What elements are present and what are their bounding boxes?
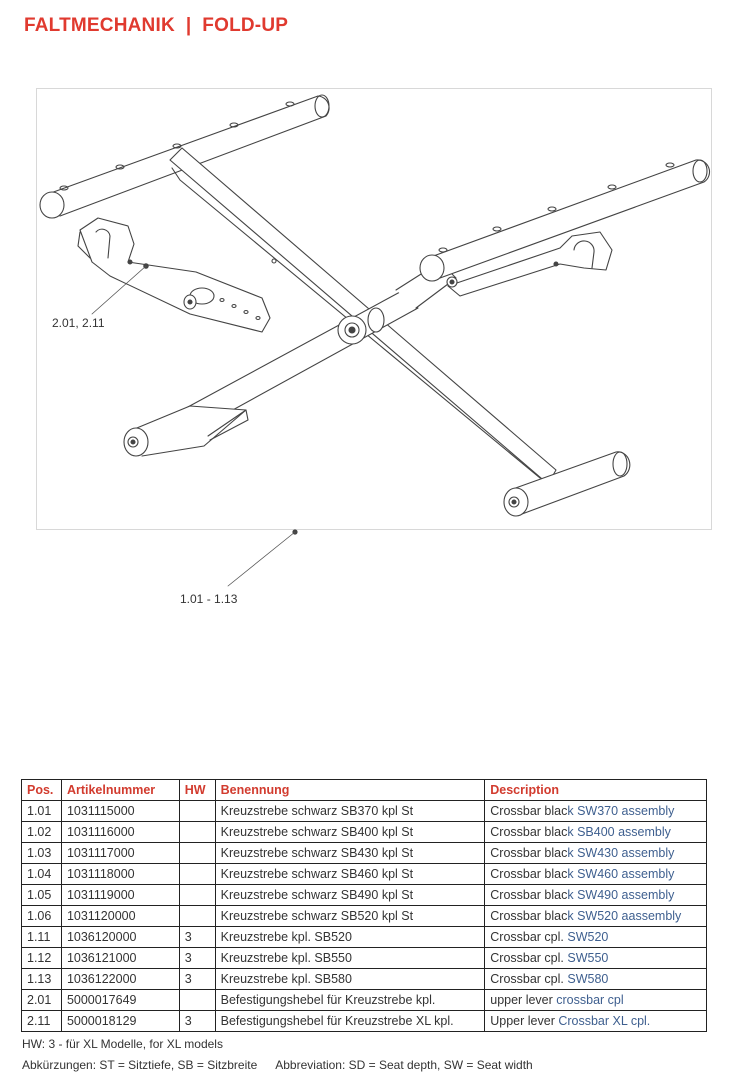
cell-hw: 3 xyxy=(178,926,216,948)
fold-up-mechanism-drawing xyxy=(39,94,711,587)
cell-hw xyxy=(178,884,216,906)
hw-footnote: HW: 3 - für XL Modelle, for XL models xyxy=(22,1037,223,1051)
cell-pos: 2.11 xyxy=(21,1010,62,1032)
cell-description: Crossbar black SW490 assembly xyxy=(484,884,707,906)
cell-name-de: Kreuzstrebe schwarz SB520 kpl St xyxy=(214,905,486,927)
abbreviation-footnote: Abkürzungen: ST = Sitztiefe, SB = Sitzbr… xyxy=(22,1058,533,1072)
cell-pos: 1.04 xyxy=(21,863,62,885)
cell-description: Crossbar black SW430 assembly xyxy=(484,842,707,864)
cell-description: Crossbar black SW520 aassembly xyxy=(484,905,707,927)
cell-name-de: Kreuzstrebe schwarz SB490 kpl St xyxy=(214,884,486,906)
left-foot-tube xyxy=(123,405,249,457)
cell-article: 1031115000 xyxy=(60,800,180,822)
cell-article: 1031116000 xyxy=(60,821,180,843)
left-lever-bracket xyxy=(77,217,271,333)
right-foot-tube xyxy=(503,451,631,517)
cell-article: 1031117000 xyxy=(60,842,180,864)
callout-crossbar: 1.01 - 1.13 xyxy=(180,592,238,606)
cell-description: Crossbar black SB400 assembly xyxy=(484,821,707,843)
right-lever-bracket xyxy=(446,231,613,297)
cell-description: upper lever crossbar cpl xyxy=(484,989,707,1011)
cell-name-de: Kreuzstrebe schwarz SB430 kpl St xyxy=(214,842,486,864)
header-description: Description xyxy=(484,779,707,801)
page-title: FALTMECHANIK | FOLD-UP xyxy=(24,15,289,36)
cell-description: Upper lever Crossbar XL cpl. xyxy=(484,1010,707,1032)
parts-table: Pos. Artikelnummer HW Benennung Descript… xyxy=(21,779,707,1032)
cell-name-de: Befestigungshebel für Kreuzstrebe XL kpl… xyxy=(214,1010,486,1032)
parts-table-header: Pos. Artikelnummer HW Benennung Descript… xyxy=(21,779,707,801)
cell-hw: 3 xyxy=(178,947,216,969)
callout-leaders xyxy=(91,265,298,587)
cell-hw xyxy=(178,989,216,1011)
table-row: 1.06 1031120000 Kreuzstrebe schwarz SB52… xyxy=(21,905,707,927)
right-seat-tube xyxy=(419,159,711,282)
cell-hw: 3 xyxy=(178,968,216,990)
cell-description: Crossbar black SW460 assembly xyxy=(484,863,707,885)
cell-article: 5000017649 xyxy=(60,989,180,1011)
callout-lever: 2.01, 2.11 xyxy=(52,316,105,330)
table-row: 1.03 1031117000 Kreuzstrebe schwarz SB43… xyxy=(21,842,707,864)
cell-name-de: Kreuzstrebe kpl. SB580 xyxy=(214,968,486,990)
cell-name-de: Kreuzstrebe schwarz SB370 kpl St xyxy=(214,800,486,822)
cell-hw xyxy=(178,800,216,822)
table-row: 1.01 1031115000 Kreuzstrebe schwarz SB37… xyxy=(21,800,707,822)
cell-pos: 1.06 xyxy=(21,905,62,927)
cell-hw xyxy=(178,842,216,864)
cell-article: 1036120000 xyxy=(60,926,180,948)
cell-hw xyxy=(178,905,216,927)
cell-hw xyxy=(178,863,216,885)
cell-pos: 1.01 xyxy=(21,800,62,822)
abbreviation-en: Abbreviation: SD = Seat depth, SW = Seat… xyxy=(275,1058,533,1072)
cell-description: Crossbar cpl. SW550 xyxy=(484,947,707,969)
cell-description: Crossbar black SW370 assembly xyxy=(484,800,707,822)
exploded-view-frame xyxy=(36,88,712,530)
cell-pos: 1.13 xyxy=(21,968,62,990)
table-row: 1.04 1031118000 Kreuzstrebe schwarz SB46… xyxy=(21,863,707,885)
cell-article: 1031120000 xyxy=(60,905,180,927)
cell-description: Crossbar cpl. SW520 xyxy=(484,926,707,948)
cell-article: 5000018129 xyxy=(60,1010,180,1032)
cell-description: Crossbar cpl. SW580 xyxy=(484,968,707,990)
cell-name-de: Befestigungshebel für Kreuzstrebe kpl. xyxy=(214,989,486,1011)
table-row: 1.02 1031116000 Kreuzstrebe schwarz SB40… xyxy=(21,821,707,843)
cell-pos: 1.03 xyxy=(21,842,62,864)
cell-pos: 2.01 xyxy=(21,989,62,1011)
table-row: 1.11 1036120000 3 Kreuzstrebe kpl. SB520… xyxy=(21,926,707,948)
cell-article: 1036121000 xyxy=(60,947,180,969)
table-row: 1.05 1031119000 Kreuzstrebe schwarz SB49… xyxy=(21,884,707,906)
cell-pos: 1.11 xyxy=(21,926,62,948)
cell-pos: 1.12 xyxy=(21,947,62,969)
header-article-number: Artikelnummer xyxy=(60,779,180,801)
header-name-de: Benennung xyxy=(214,779,486,801)
table-row: 2.01 5000017649 Befestigungshebel für Kr… xyxy=(21,989,707,1011)
cell-name-de: Kreuzstrebe schwarz SB400 kpl St xyxy=(214,821,486,843)
cell-article: 1031118000 xyxy=(60,863,180,885)
cell-pos: 1.05 xyxy=(21,884,62,906)
abbreviation-de: Abkürzungen: ST = Sitztiefe, SB = Sitzbr… xyxy=(22,1058,258,1072)
table-row: 2.11 5000018129 3 Befestigungshebel für … xyxy=(21,1010,707,1032)
cell-name-de: Kreuzstrebe kpl. SB550 xyxy=(214,947,486,969)
cell-article: 1036122000 xyxy=(60,968,180,990)
header-pos: Pos. xyxy=(21,779,62,801)
cell-name-de: Kreuzstrebe kpl. SB520 xyxy=(214,926,486,948)
cell-hw: 3 xyxy=(178,1010,216,1032)
cell-hw xyxy=(178,821,216,843)
table-row: 1.12 1036121000 3 Kreuzstrebe kpl. SB550… xyxy=(21,947,707,969)
cell-name-de: Kreuzstrebe schwarz SB460 kpl St xyxy=(214,863,486,885)
table-row: 1.13 1036122000 3 Kreuzstrebe kpl. SB580… xyxy=(21,968,707,990)
header-hw: HW xyxy=(178,779,216,801)
cell-article: 1031119000 xyxy=(60,884,180,906)
cell-pos: 1.02 xyxy=(21,821,62,843)
